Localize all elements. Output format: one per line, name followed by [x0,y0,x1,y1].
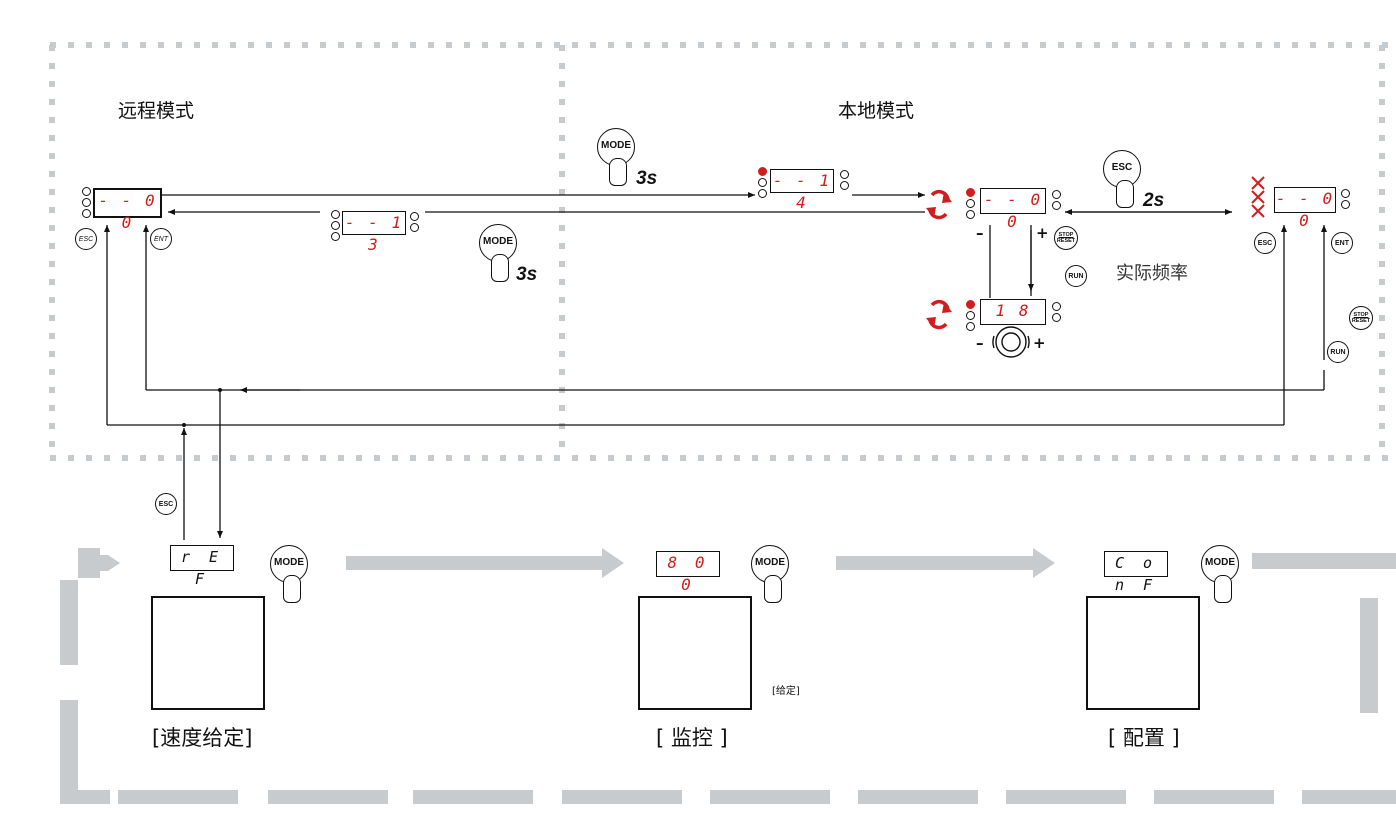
minus-sign: – [976,334,984,352]
remote-mode-title: 远程模式 [118,100,195,122]
status-leds [410,212,419,234]
menu-label-configuration: [ 配置 ] [1108,726,1180,750]
display-14: - - 1 4 [770,169,834,212]
display-right: - - 0 0 [1274,187,1336,230]
menu-label-speed-reference: [速度给定] [152,726,253,750]
display-monitor: 8 0 0 [656,551,720,594]
hold-duration: 2s [1143,190,1165,211]
esc-button[interactable]: ESC [155,493,177,515]
status-leds [1341,189,1350,211]
loop-arrow-2 [836,548,1055,578]
esc-button[interactable]: ESC [1254,232,1276,254]
plus-sign: + [1036,224,1049,242]
hold-duration: 3s [636,168,658,189]
press-hand-icon [1214,575,1232,603]
status-leds [966,188,975,221]
hold-duration: 3s [516,264,538,285]
run-button[interactable]: RUN [1327,341,1349,363]
status-leds [840,170,849,192]
status-leds [331,210,340,243]
local-mode-title: 本地模式 [838,100,915,122]
speed-reference-icon-box [151,596,265,710]
reference-note: [给定] [772,686,800,697]
cross-icon [1251,176,1265,218]
remote-mode-frame [49,42,1390,461]
display-local: - - 0 0 [980,188,1046,231]
display-13: - - 1 3 [342,211,406,254]
display-conf: C o n F [1104,551,1168,594]
ent-button[interactable]: ENT [150,228,172,250]
press-hand-icon [764,575,782,603]
plus-sign: + [1033,334,1046,352]
esc-button[interactable]: ESC [75,228,97,250]
press-hand-icon [491,254,509,282]
menu-label-monitoring: [ 监控 ] [656,726,728,750]
status-leds [1052,302,1061,324]
ent-button[interactable]: ENT [1331,232,1353,254]
press-hand-icon [609,158,627,186]
press-hand-icon [1116,180,1134,208]
actual-frequency-label: 实际频率 [1116,263,1188,284]
minus-sign: – [976,224,984,242]
status-leds [1052,190,1061,212]
status-leds [758,167,767,200]
jog-dial-icon [992,326,1030,358]
status-leds [966,300,975,333]
status-leds [82,187,91,220]
display-ref: r E F [170,545,234,588]
display-remote: - - 0 0 [93,188,162,232]
configuration-icon-box [1086,596,1200,710]
monitoring-icon-box [638,596,752,710]
loop-arrow-1 [346,548,624,578]
run-button[interactable]: RUN [1065,265,1087,287]
display-18: 1 8 [980,299,1046,325]
menu-loop-frame [60,548,1396,804]
press-hand-icon [283,575,301,603]
